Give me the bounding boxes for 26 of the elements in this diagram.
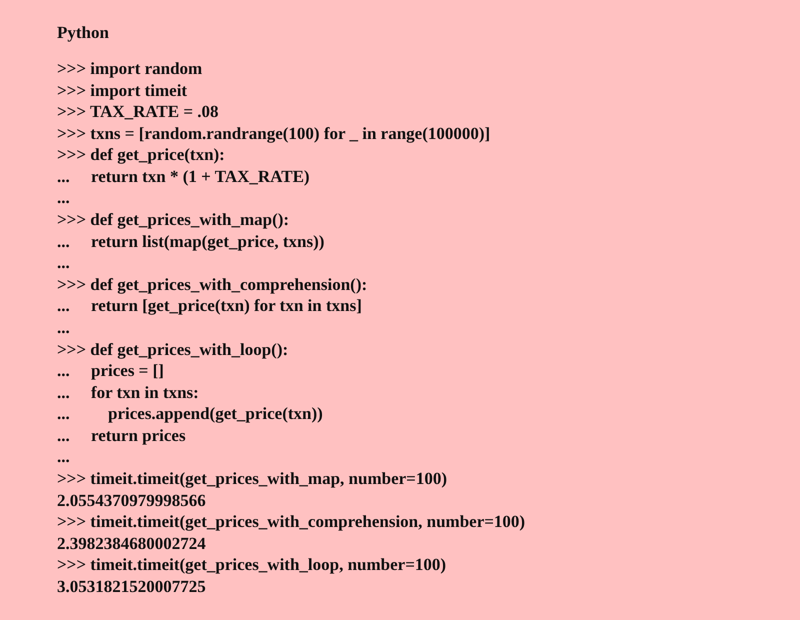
code-line: >>> import timeit xyxy=(57,80,188,101)
code-line: ... xyxy=(57,253,70,274)
code-line: ... xyxy=(57,318,70,338)
code-line: >>> TAX_RATE = .08 xyxy=(57,102,219,122)
code-line: >>> timeit.timeit(get_prices_with_map, number=100) xyxy=(57,469,448,490)
code-line: >>> timeit.timeit(get_prices_with_loop, number=100) xyxy=(57,555,446,576)
code-line: >>> def get_price(txn): xyxy=(57,145,225,166)
code-line: >>> import random xyxy=(57,59,202,79)
code-line: ... for txn in txns: xyxy=(57,382,199,403)
code-line: >>> def get_prices_with_map(): xyxy=(57,210,290,230)
code-heading: Python xyxy=(57,23,109,43)
code-line: >>> timeit.timeit(get_prices_with_comprehension, number=100) xyxy=(57,512,526,532)
code-line: ... return list(map(get_price, txns)) xyxy=(57,232,324,252)
code-line: 2.3982384680002724 xyxy=(57,534,206,554)
code-line: ... return txn * (1 + TAX_RATE) xyxy=(57,166,310,187)
code-line: ... xyxy=(57,447,70,468)
code-line: >>> def get_prices_with_loop(): xyxy=(57,340,288,360)
code-line: >>> txns = [random.randrange(100) for _ in range(100000)] xyxy=(57,124,490,144)
code-line: 3.0531821520007725 xyxy=(57,576,206,597)
code-line: >>> def get_prices_with_comprehension(): xyxy=(57,274,368,295)
code-line: ... prices.append(get_price(txn)) xyxy=(57,404,323,424)
code-line: ... return prices xyxy=(57,426,186,446)
code-line: 2.0554370979998566 xyxy=(57,490,206,511)
code-line: ... return [get_price(txn) for txn in txns] xyxy=(57,296,362,316)
code-line: ... prices = [] xyxy=(57,361,164,382)
code-line: ... xyxy=(57,188,70,208)
